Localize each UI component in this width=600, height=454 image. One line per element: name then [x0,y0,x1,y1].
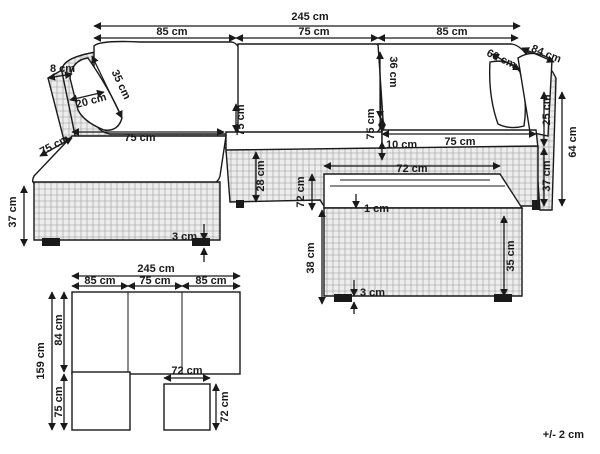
dimension-lines [20,22,566,431]
label-plan-ottoman-depth: 75 cm [53,386,65,417]
label-table-top-width: 72 cm [396,163,427,175]
label-seat-height: 28 cm [255,160,267,191]
plan-ottoman [71,371,131,431]
label-sofa-left-section: 85 cm [156,26,187,38]
label-plan-sofa-depth: 84 cm [53,314,65,345]
ottoman-drawing [31,135,227,246]
label-ottoman-leg-height: 3 cm [172,231,197,243]
label-glass-thickness: 1 cm [364,203,389,215]
table-glass-top [323,173,524,209]
label-table-top-depth: 72 cm [295,176,307,207]
label-armrest-height: 25 cm [541,94,553,125]
sofa-leg-2 [532,200,540,210]
table-glass-lines [330,179,505,187]
label-back-cushion-height: 36 cm [387,56,399,87]
table-leg-left [334,294,352,302]
label-plan-left-section: 85 cm [84,275,115,287]
label-tolerance: +/- 2 cm [543,429,584,441]
label-seat-depth: 75 cm [235,104,247,135]
label-plan-total-depth: 159 cm [35,342,47,380]
label-sofa-middle-section: 75 cm [298,26,329,38]
label-sofa-overall-width: 245 cm [291,11,329,23]
label-right-seat-depth-2: 75 cm [444,136,475,148]
plan-view [71,291,241,431]
label-plan-table-width: 72 cm [171,365,202,377]
ottoman-leg-right [192,238,210,246]
label-table-total-height: 38 cm [305,242,317,273]
label-base-height: 37 cm [541,160,553,191]
label-plan-middle-section: 75 cm [139,275,170,287]
dimension-labels: 245 cm 85 cm 75 cm 85 cm 84 cm 60 cm 8 c… [7,11,584,441]
sofa-leg-1 [236,200,244,208]
label-ottoman-height: 37 cm [7,196,19,227]
ottoman-base [33,181,221,241]
label-arm-offset: 10 cm [386,139,417,151]
label-table-leg-height: 3 cm [360,287,385,299]
label-ottoman-top-width: 75 cm [124,132,155,144]
plan-sofa [71,291,241,375]
label-plan-table-depth: 72 cm [219,391,231,422]
ottoman-leg-left [42,238,60,246]
label-right-seat-depth: 75 cm [365,108,377,139]
sofa-back-cushion-middle [237,43,383,135]
plan-table [163,383,211,431]
label-total-height: 64 cm [567,126,579,157]
label-plan-right-section: 85 cm [195,275,226,287]
table-leg-right [494,294,512,302]
label-table-body-height: 35 cm [505,240,517,271]
label-plan-overall-width: 245 cm [137,263,175,275]
label-sofa-right-section: 85 cm [436,26,467,38]
label-arm-width: 8 cm [50,63,75,75]
